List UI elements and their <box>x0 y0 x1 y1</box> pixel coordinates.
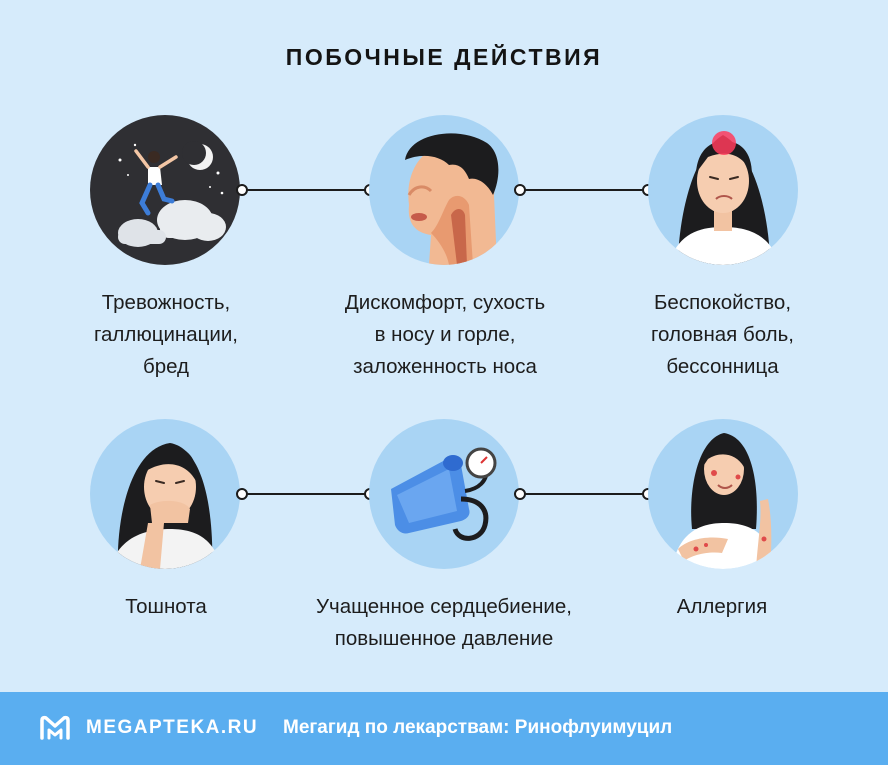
caption-restlessness: Беспокойство, головная боль, бессонница <box>650 291 794 378</box>
footer-bar: MEGAPTEKA.RU Мегагид по лекарствам: Рино… <box>0 692 888 765</box>
megapteka-logo-icon <box>40 715 70 740</box>
brand-name[interactable]: MEGAPTEKA.RU <box>86 717 259 738</box>
caption-nose-discomfort: Дискомфорт, сухость в носу и горле, зало… <box>344 291 546 378</box>
connector-line <box>514 184 654 196</box>
connector-line <box>236 488 376 500</box>
caption-anxiety: Тревожность, галлюцинации, бред <box>94 291 238 378</box>
blood-pressure-monitor-icon <box>369 419 519 569</box>
dreaming-person-icon <box>90 115 240 265</box>
caption-nausea: Тошнота <box>125 595 207 618</box>
footer-tagline: Мегагид по лекарствам: Ринофлуимуцил <box>283 717 673 738</box>
headache-woman-icon <box>648 115 798 265</box>
nose-throat-icon <box>369 115 519 265</box>
caption-heart-rate: Учащенное сердцебиение, повышенное давле… <box>316 595 572 650</box>
connector-line <box>236 184 376 196</box>
nausea-woman-icon <box>90 419 240 569</box>
caption-allergy: Аллергия <box>676 595 768 618</box>
connector-line <box>514 488 654 500</box>
page-title: ПОБОЧНЫЕ ДЕЙСТВИЯ <box>285 44 603 70</box>
allergy-woman-icon <box>648 419 798 569</box>
